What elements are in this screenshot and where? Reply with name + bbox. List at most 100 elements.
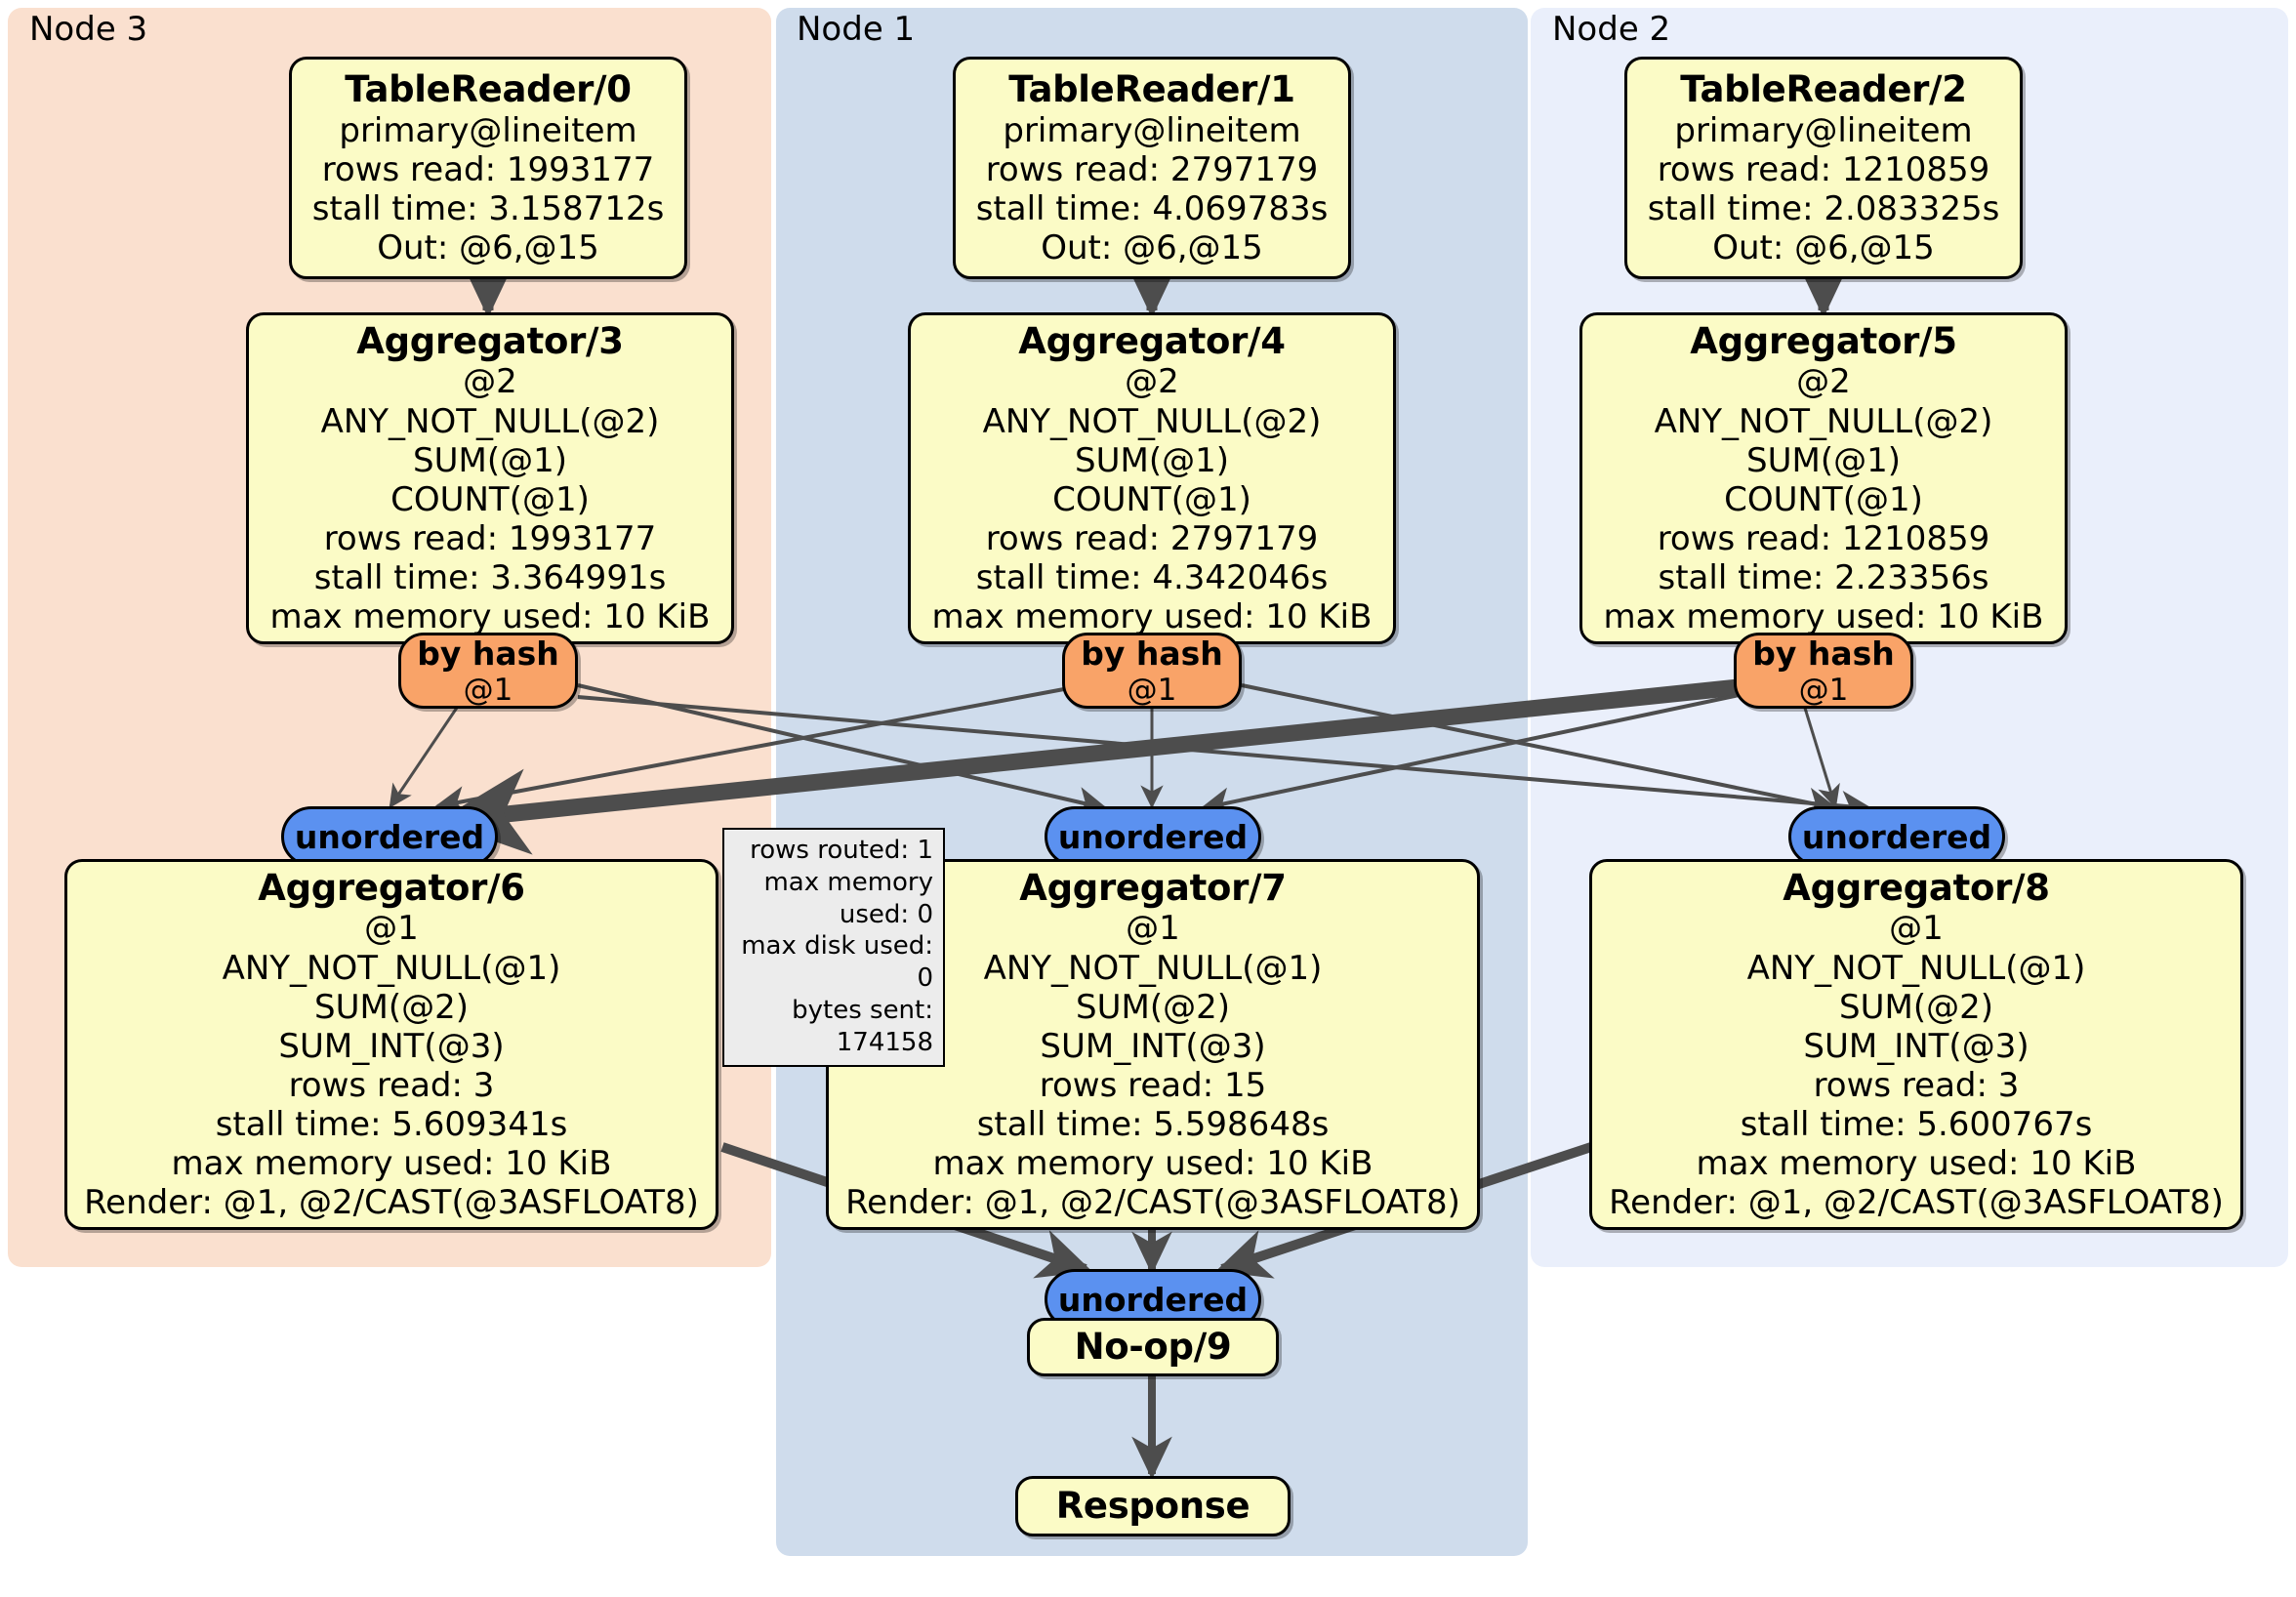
operator-line: ANY_NOT_NULL(@1) <box>1746 948 2086 988</box>
router-title: unordered <box>1057 817 1249 856</box>
operator-line: COUNT(@1) <box>1724 479 1923 519</box>
operator-line: COUNT(@1) <box>1052 479 1251 519</box>
operator-title: Aggregator/8 <box>1783 866 2050 909</box>
operator-line: stall time: 4.069783s <box>975 188 1329 228</box>
operator-line: Out: @6,@15 <box>1041 227 1263 267</box>
cluster-label-node2: Node 2 <box>1552 10 1671 49</box>
operator-tablereader-2[interactable]: TableReader/2 primary@lineitem rows read… <box>1624 57 2023 279</box>
operator-aggregator-3[interactable]: Aggregator/3 @2 ANY_NOT_NULL(@2) SUM(@1)… <box>246 312 734 644</box>
router-unordered-6[interactable]: unordered <box>281 806 498 867</box>
edge-hash5-unordered8 <box>1802 704 1840 809</box>
operator-line: @1 <box>364 909 419 949</box>
operator-title: Aggregator/7 <box>1019 866 1287 909</box>
operator-tablereader-0[interactable]: TableReader/0 primary@lineitem rows read… <box>289 57 687 279</box>
operator-line: Render: @1, @2/CAST(@3ASFLOAT8) <box>845 1183 1460 1223</box>
operator-line: @2 <box>463 362 517 402</box>
operator-line: rows read: 1993177 <box>321 149 655 189</box>
router-title: by hash <box>1081 634 1223 673</box>
stream-stats-tooltip: rows routed: 1 max memory used: 0 max di… <box>722 828 945 1068</box>
operator-line: rows read: 3 <box>288 1065 495 1105</box>
operator-line: SUM(@1) <box>1746 440 1901 480</box>
edge-hash4-unordered6 <box>433 681 1096 817</box>
operator-line: max memory used: 10 KiB <box>269 597 711 637</box>
operator-aggregator-8[interactable]: Aggregator/8 @1 ANY_NOT_NULL(@1) SUM(@2)… <box>1589 859 2243 1230</box>
edge-hash5-unordered6 <box>437 675 1778 855</box>
operator-line: rows read: 2797179 <box>985 149 1319 189</box>
operator-line: Out: @6,@15 <box>1712 227 1935 267</box>
operator-line: Out: @6,@15 <box>377 227 599 267</box>
operator-line: COUNT(@1) <box>390 479 590 519</box>
edge-hash5-unordered7 <box>1199 687 1768 818</box>
router-unordered-8[interactable]: unordered <box>1788 806 2005 867</box>
router-title: by hash <box>417 634 559 673</box>
operator-line: stall time: 5.598648s <box>976 1104 1330 1144</box>
operator-title: Response <box>1055 1485 1250 1528</box>
router-unordered-7[interactable]: unordered <box>1045 806 1261 867</box>
operator-line: SUM_INT(@3) <box>1040 1026 1266 1066</box>
operator-response[interactable]: Response <box>1015 1476 1291 1536</box>
operator-line: ANY_NOT_NULL(@1) <box>983 948 1323 988</box>
operator-line: Render: @1, @2/CAST(@3ASFLOAT8) <box>1609 1183 2224 1223</box>
operator-line: SUM(@2) <box>1076 987 1230 1027</box>
operator-tablereader-1[interactable]: TableReader/1 primary@lineitem rows read… <box>953 57 1351 279</box>
operator-line: stall time: 5.600767s <box>1740 1104 2093 1144</box>
stats-line: bytes sent: 174158 <box>792 995 933 1057</box>
operator-line: stall time: 2.083325s <box>1647 188 2000 228</box>
operator-line: rows read: 1210859 <box>1657 518 1990 558</box>
router-subtitle: @1 <box>1798 672 1849 708</box>
cluster-label-node1: Node 1 <box>797 10 916 49</box>
edge-hash3-unordered6 <box>389 704 461 808</box>
operator-line: max memory used: 10 KiB <box>171 1144 612 1184</box>
router-subtitle: @1 <box>1127 672 1177 708</box>
operator-line: rows read: 1210859 <box>1657 149 1990 189</box>
operator-line: rows read: 1993177 <box>323 518 657 558</box>
operator-line: ANY_NOT_NULL(@2) <box>982 401 1322 441</box>
operator-line: primary@lineitem <box>1003 110 1301 150</box>
operator-line: rows read: 2797179 <box>985 518 1319 558</box>
operator-line: stall time: 3.364991s <box>313 557 667 597</box>
router-by-hash-4[interactable]: by hash @1 <box>1062 633 1242 709</box>
operator-title: Aggregator/3 <box>356 319 624 362</box>
operator-line: Render: @1, @2/CAST(@3ASFLOAT8) <box>84 1183 699 1223</box>
operator-line: SUM(@2) <box>1839 987 1993 1027</box>
router-by-hash-5[interactable]: by hash @1 <box>1734 633 1913 709</box>
operator-title: No-op/9 <box>1074 1326 1232 1369</box>
operator-line: primary@lineitem <box>1674 110 1973 150</box>
stats-line: max memory used: 0 <box>763 867 933 929</box>
router-title: unordered <box>1057 1280 1249 1319</box>
operator-line: stall time: 3.158712s <box>311 188 665 228</box>
operator-aggregator-5[interactable]: Aggregator/5 @2 ANY_NOT_NULL(@2) SUM(@1)… <box>1579 312 2068 644</box>
operator-aggregator-6[interactable]: Aggregator/6 @1 ANY_NOT_NULL(@1) SUM(@2)… <box>64 859 718 1230</box>
operator-line: max memory used: 10 KiB <box>931 597 1373 637</box>
router-title: unordered <box>294 817 485 856</box>
operator-title: Aggregator/5 <box>1690 319 1957 362</box>
operator-title: Aggregator/4 <box>1018 319 1286 362</box>
operator-line: stall time: 5.609341s <box>215 1104 568 1144</box>
operator-aggregator-4[interactable]: Aggregator/4 @2 ANY_NOT_NULL(@2) SUM(@1)… <box>908 312 1396 644</box>
stats-line: rows routed: 1 <box>750 836 933 865</box>
operator-noop-9[interactable]: No-op/9 <box>1027 1318 1279 1376</box>
operator-title: Aggregator/6 <box>258 866 525 909</box>
operator-line: stall time: 4.342046s <box>975 557 1329 597</box>
edge-hash4-unordered8 <box>1241 683 1839 818</box>
operator-line: SUM_INT(@3) <box>1803 1026 2030 1066</box>
operator-line: SUM(@1) <box>413 440 567 480</box>
operator-line: SUM_INT(@3) <box>278 1026 505 1066</box>
operator-line: rows read: 15 <box>1039 1065 1267 1105</box>
operator-title: TableReader/2 <box>1680 67 1967 110</box>
operator-line: @1 <box>1889 909 1944 949</box>
operator-line: @1 <box>1126 909 1180 949</box>
operator-line: SUM(@1) <box>1075 440 1229 480</box>
operator-title: TableReader/1 <box>1008 67 1295 110</box>
cluster-label-node3: Node 3 <box>29 10 148 49</box>
operator-line: max memory used: 10 KiB <box>1696 1144 2137 1184</box>
router-by-hash-3[interactable]: by hash @1 <box>398 633 578 709</box>
operator-line: SUM(@2) <box>314 987 469 1027</box>
operator-line: ANY_NOT_NULL(@2) <box>1654 401 1993 441</box>
router-title: unordered <box>1801 817 1992 856</box>
operator-line: primary@lineitem <box>339 110 637 150</box>
edge-hash3-unordered8 <box>577 695 1873 822</box>
operator-line: rows read: 3 <box>1813 1065 2020 1105</box>
operator-title: TableReader/0 <box>345 67 632 110</box>
